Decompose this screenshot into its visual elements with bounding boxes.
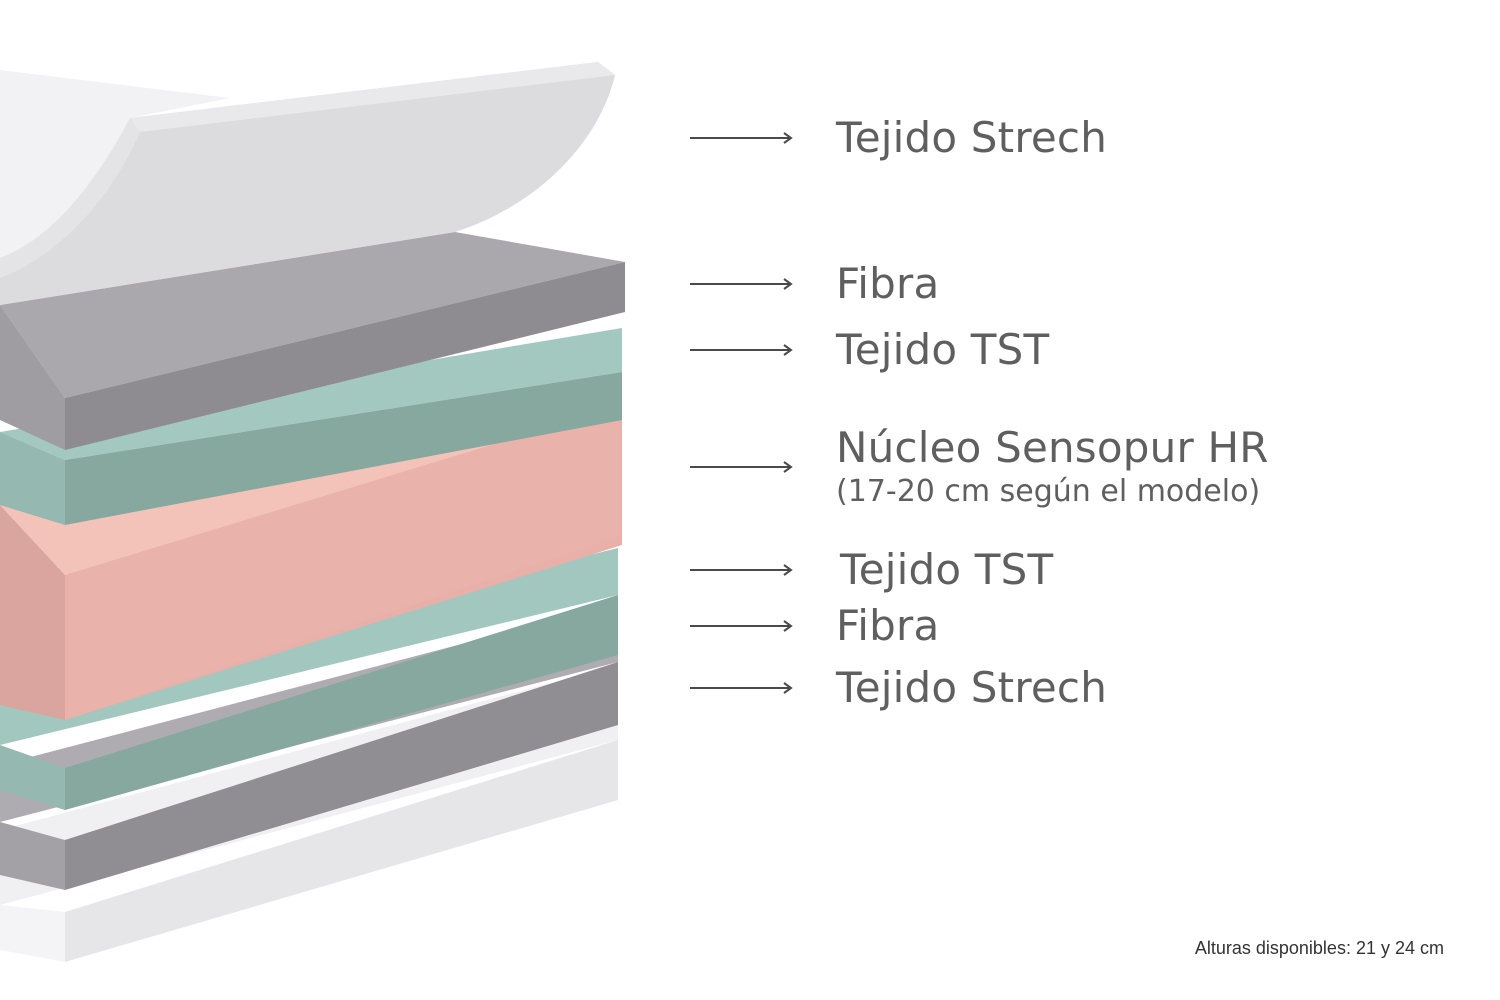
- layer-label: Tejido Strech: [836, 663, 1108, 712]
- arrow-right-icon: [690, 461, 793, 473]
- layer-label: Tejido TST: [840, 545, 1054, 594]
- arrow-right-icon: [690, 564, 793, 576]
- layer-tst-bottom: [0, 548, 618, 810]
- available-heights-note: Alturas disponibles: 21 y 24 cm: [1194, 938, 1444, 958]
- layer-sublabel: (17-20 cm según el modelo): [836, 474, 1261, 509]
- layer-label: Fibra: [836, 601, 940, 650]
- arrow-right-icon: [690, 620, 793, 632]
- arrow-right-icon: [690, 132, 793, 144]
- layer-label: Fibra: [836, 259, 940, 308]
- arrow-right-icon: [690, 278, 793, 290]
- layer-label: Núcleo Sensopur HR: [836, 423, 1269, 472]
- layer-fibra-top: [0, 232, 625, 450]
- arrow-right-icon: [690, 682, 793, 694]
- layer-label: Tejido TST: [836, 325, 1050, 374]
- mattress-illustration: [0, 62, 625, 962]
- layer-label: Tejido Strech: [836, 113, 1108, 162]
- arrow-right-icon: [690, 344, 793, 356]
- layer-strech-top: [0, 62, 615, 305]
